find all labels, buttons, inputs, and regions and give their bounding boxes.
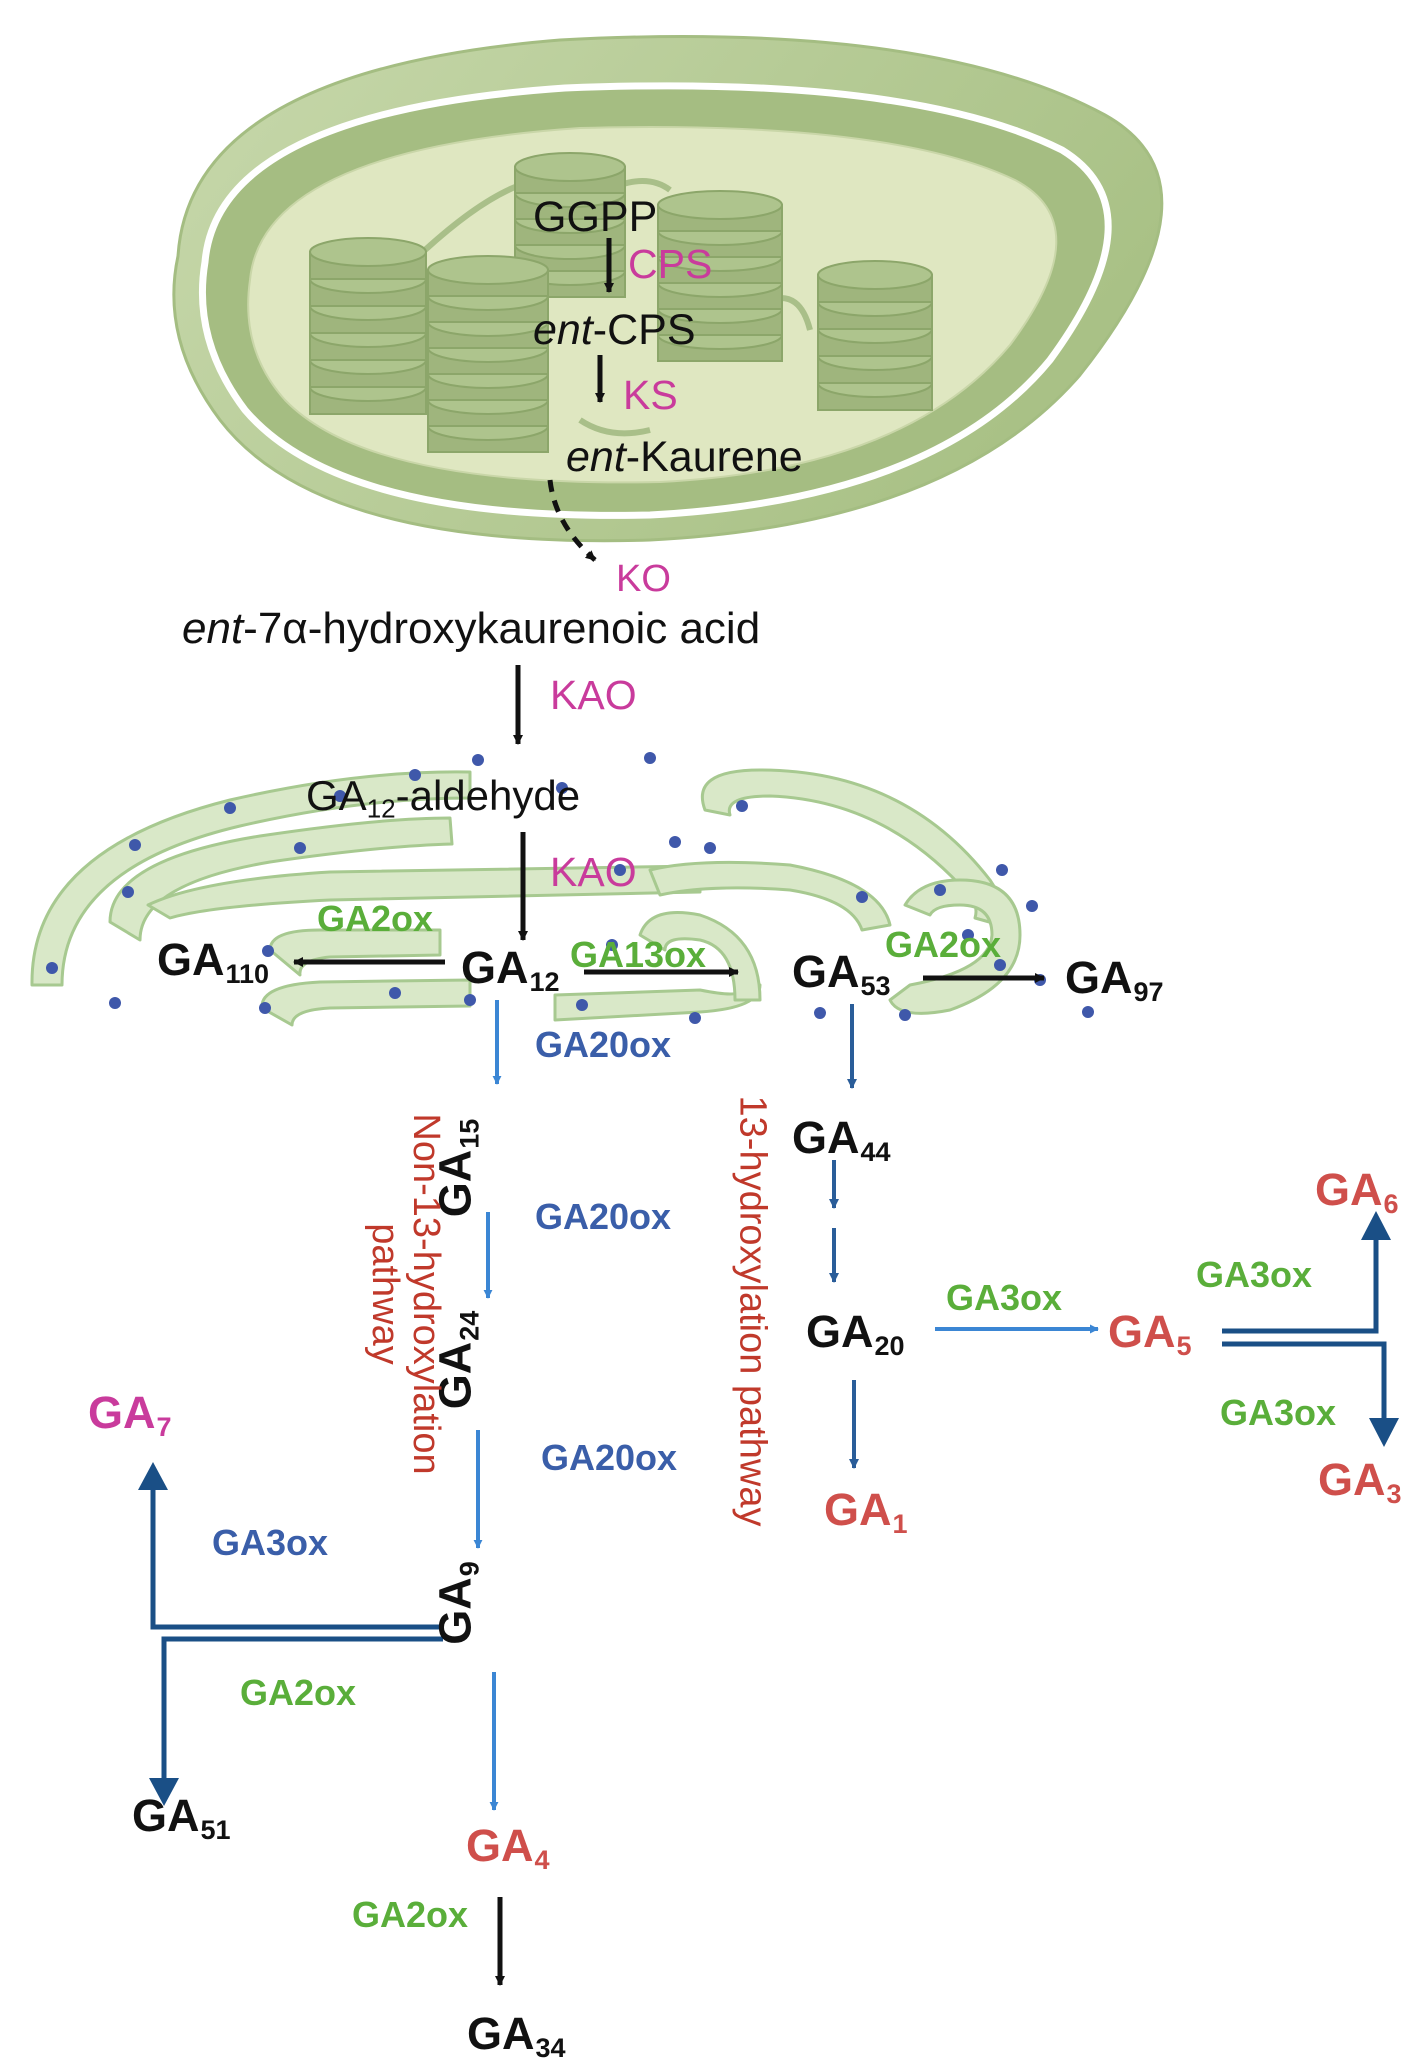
ga12-aldehyde-label: GA12-aldehyde	[306, 772, 581, 824]
ribosome-dot	[814, 1007, 826, 1019]
ribosome-dot	[736, 800, 748, 812]
ent-cps-label: ent-CPS	[533, 306, 696, 354]
ga34-compound: GA34	[467, 2008, 566, 2063]
ribosome-dot	[464, 994, 476, 1006]
ribosome-dot	[614, 864, 626, 876]
ga2ox-enzyme-right: GA2ox	[885, 924, 1002, 965]
ribosome-dot	[856, 891, 868, 903]
ko-enzyme-label: KO	[616, 558, 671, 600]
ga9-fork	[138, 1462, 443, 1806]
cps-enzyme-label: CPS	[628, 241, 713, 287]
ga9-compound: GA9	[429, 1561, 485, 1645]
ga1-compound: GA1	[824, 1484, 908, 1539]
ent-kaurene-label: ent-Kaurene	[566, 433, 803, 481]
ga2ox-enzyme-left: GA2ox	[317, 898, 434, 939]
ribosome-dot	[689, 1012, 701, 1024]
ga20ox-enzyme-1: GA20ox	[535, 1024, 672, 1065]
ga110-compound: GA110	[157, 934, 270, 989]
ribosome-dot	[899, 1009, 911, 1021]
ga2ox-enzyme-ga4: GA2ox	[352, 1894, 469, 1935]
upper-arrows	[293, 238, 1045, 983]
ga3ox-enzyme-ga3: GA3ox	[1220, 1392, 1337, 1433]
ribosome-dot	[46, 962, 58, 974]
ribosome-dot	[606, 939, 618, 951]
ribosome-dot	[934, 884, 946, 896]
ga13ox-enzyme: GA13ox	[570, 934, 707, 975]
ribosome-dot	[962, 929, 974, 941]
ga5-compound: GA5	[1108, 1306, 1192, 1361]
ga6-compound: GA6	[1315, 1164, 1399, 1219]
ribosome-dot	[389, 987, 401, 999]
ribosome-dot	[576, 999, 588, 1011]
ga20ox-enzyme-2: GA20ox	[535, 1196, 672, 1237]
ribosome-dot	[294, 842, 306, 854]
ribosome-dot	[556, 782, 568, 794]
ribosome-dot	[704, 842, 716, 854]
granum-left	[309, 237, 427, 415]
ribosome-dot	[996, 864, 1008, 876]
ribosome-dot	[109, 997, 121, 1009]
non13-line2: pathway	[364, 1223, 406, 1365]
non13-line1: Non-13-hydroxylation	[405, 1113, 448, 1475]
ribosome-dot	[409, 769, 421, 781]
ribosome-dot	[129, 839, 141, 851]
ribosome-dot	[259, 1002, 271, 1014]
ga12-compound: GA12	[461, 942, 560, 997]
plastid	[172, 35, 1164, 543]
ga20-compound: GA20	[806, 1306, 905, 1361]
13-hydroxylation-pathway-label: 13-hydroxylation pathway	[731, 1095, 774, 1527]
ga4-compound: GA4	[466, 1820, 550, 1875]
ent-7a-hydroxykaurenoic-acid-label: ent-7α-hydroxykaurenoic acid	[182, 604, 761, 653]
kao-enzyme-label-2: KAO	[550, 849, 637, 895]
ribosome-dot	[334, 790, 346, 802]
granum-front	[427, 255, 549, 453]
kao-enzyme-label-1: KAO	[550, 672, 637, 718]
ga3ox-enzyme-ga20: GA3ox	[946, 1277, 1063, 1318]
ggpp-label: GGPP	[533, 193, 658, 241]
ga51-compound: GA51	[132, 1790, 231, 1845]
ga5-fork	[1222, 1211, 1399, 1447]
ga3ox-enzyme-ga6: GA3ox	[1196, 1254, 1313, 1295]
ribosome-dot	[1026, 900, 1038, 912]
non13-hydroxylation-pathway-label: Non-13-hydroxylation pathway	[364, 1113, 448, 1475]
ribosome-dot	[644, 752, 656, 764]
non13-arrows	[473, 1000, 1099, 1811]
p13-arrows	[829, 1004, 859, 1469]
ribosome-dot	[669, 836, 681, 848]
ga97-compound: GA97	[1065, 952, 1164, 1007]
ribosome-dot	[994, 959, 1006, 971]
ga2ox-enzyme-ga9: GA2ox	[240, 1672, 357, 1713]
ga7-compound: GA7	[88, 1387, 172, 1442]
ribosome-dot	[472, 754, 484, 766]
ga3-compound: GA3	[1318, 1454, 1402, 1509]
ks-enzyme-label: KS	[623, 372, 678, 418]
ribosome-dot	[224, 802, 236, 814]
granum-center	[514, 152, 626, 298]
granum-center-right	[657, 190, 783, 362]
granum-right	[817, 260, 933, 411]
ga53-compound: GA53	[792, 946, 891, 1001]
ribosome-dot	[122, 886, 134, 898]
thylakoid-stacks	[309, 152, 933, 453]
ga3ox-enzyme-ga9: GA3ox	[212, 1522, 329, 1563]
ga44-compound: GA44	[792, 1112, 891, 1167]
ribosome-dot	[1082, 1006, 1094, 1018]
ribosome-dot	[262, 945, 274, 957]
ga20ox-enzyme-3: GA20ox	[541, 1437, 678, 1478]
